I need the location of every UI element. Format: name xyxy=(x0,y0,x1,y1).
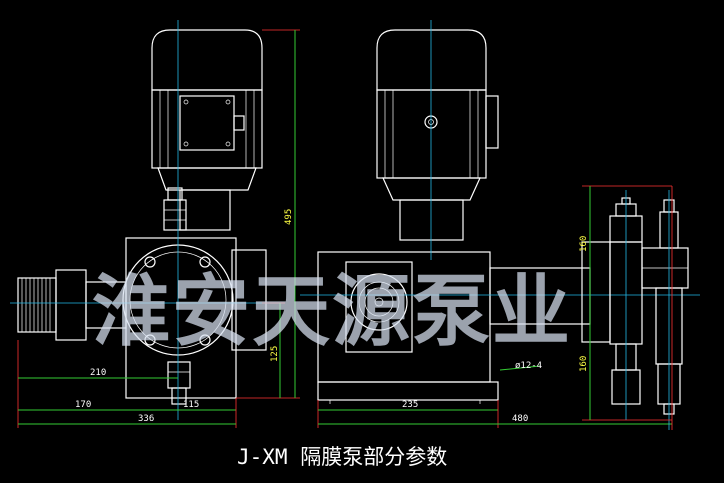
head-dimensions: 160 160 xyxy=(579,185,673,430)
dim-hole: ø12-4 xyxy=(515,361,542,371)
front-dimensions: 495 125 210 170 115 336 xyxy=(17,29,300,428)
dim-width-115: 115 xyxy=(183,400,199,410)
dim-height-total: 495 xyxy=(284,209,294,225)
dim-width-235: 235 xyxy=(402,400,418,410)
front-top-valve xyxy=(163,187,187,231)
side-gearbox xyxy=(317,251,591,404)
front-adjust-knob xyxy=(17,269,127,341)
dim-side-lower: 160 xyxy=(579,356,589,372)
dim-width-210: 210 xyxy=(90,368,106,378)
dim-width-170: 170 xyxy=(75,400,91,410)
watermark-text: 淮安天源泵业 xyxy=(92,266,572,357)
side-motor xyxy=(376,29,499,241)
head-view xyxy=(581,190,689,430)
side-view xyxy=(300,20,700,404)
front-view xyxy=(10,20,280,420)
front-bottom-valve xyxy=(167,361,191,405)
dim-width-336: 336 xyxy=(138,414,154,424)
side-dimensions: 235 480 ø12-4 xyxy=(317,361,672,428)
front-motor xyxy=(151,29,263,231)
dim-side-upper: 160 xyxy=(579,236,589,252)
dim-height-axis: 125 xyxy=(270,346,280,362)
dim-width-480: 480 xyxy=(512,414,528,424)
drawing-caption: J-XM 隔膜泵部分参数 xyxy=(237,445,447,469)
